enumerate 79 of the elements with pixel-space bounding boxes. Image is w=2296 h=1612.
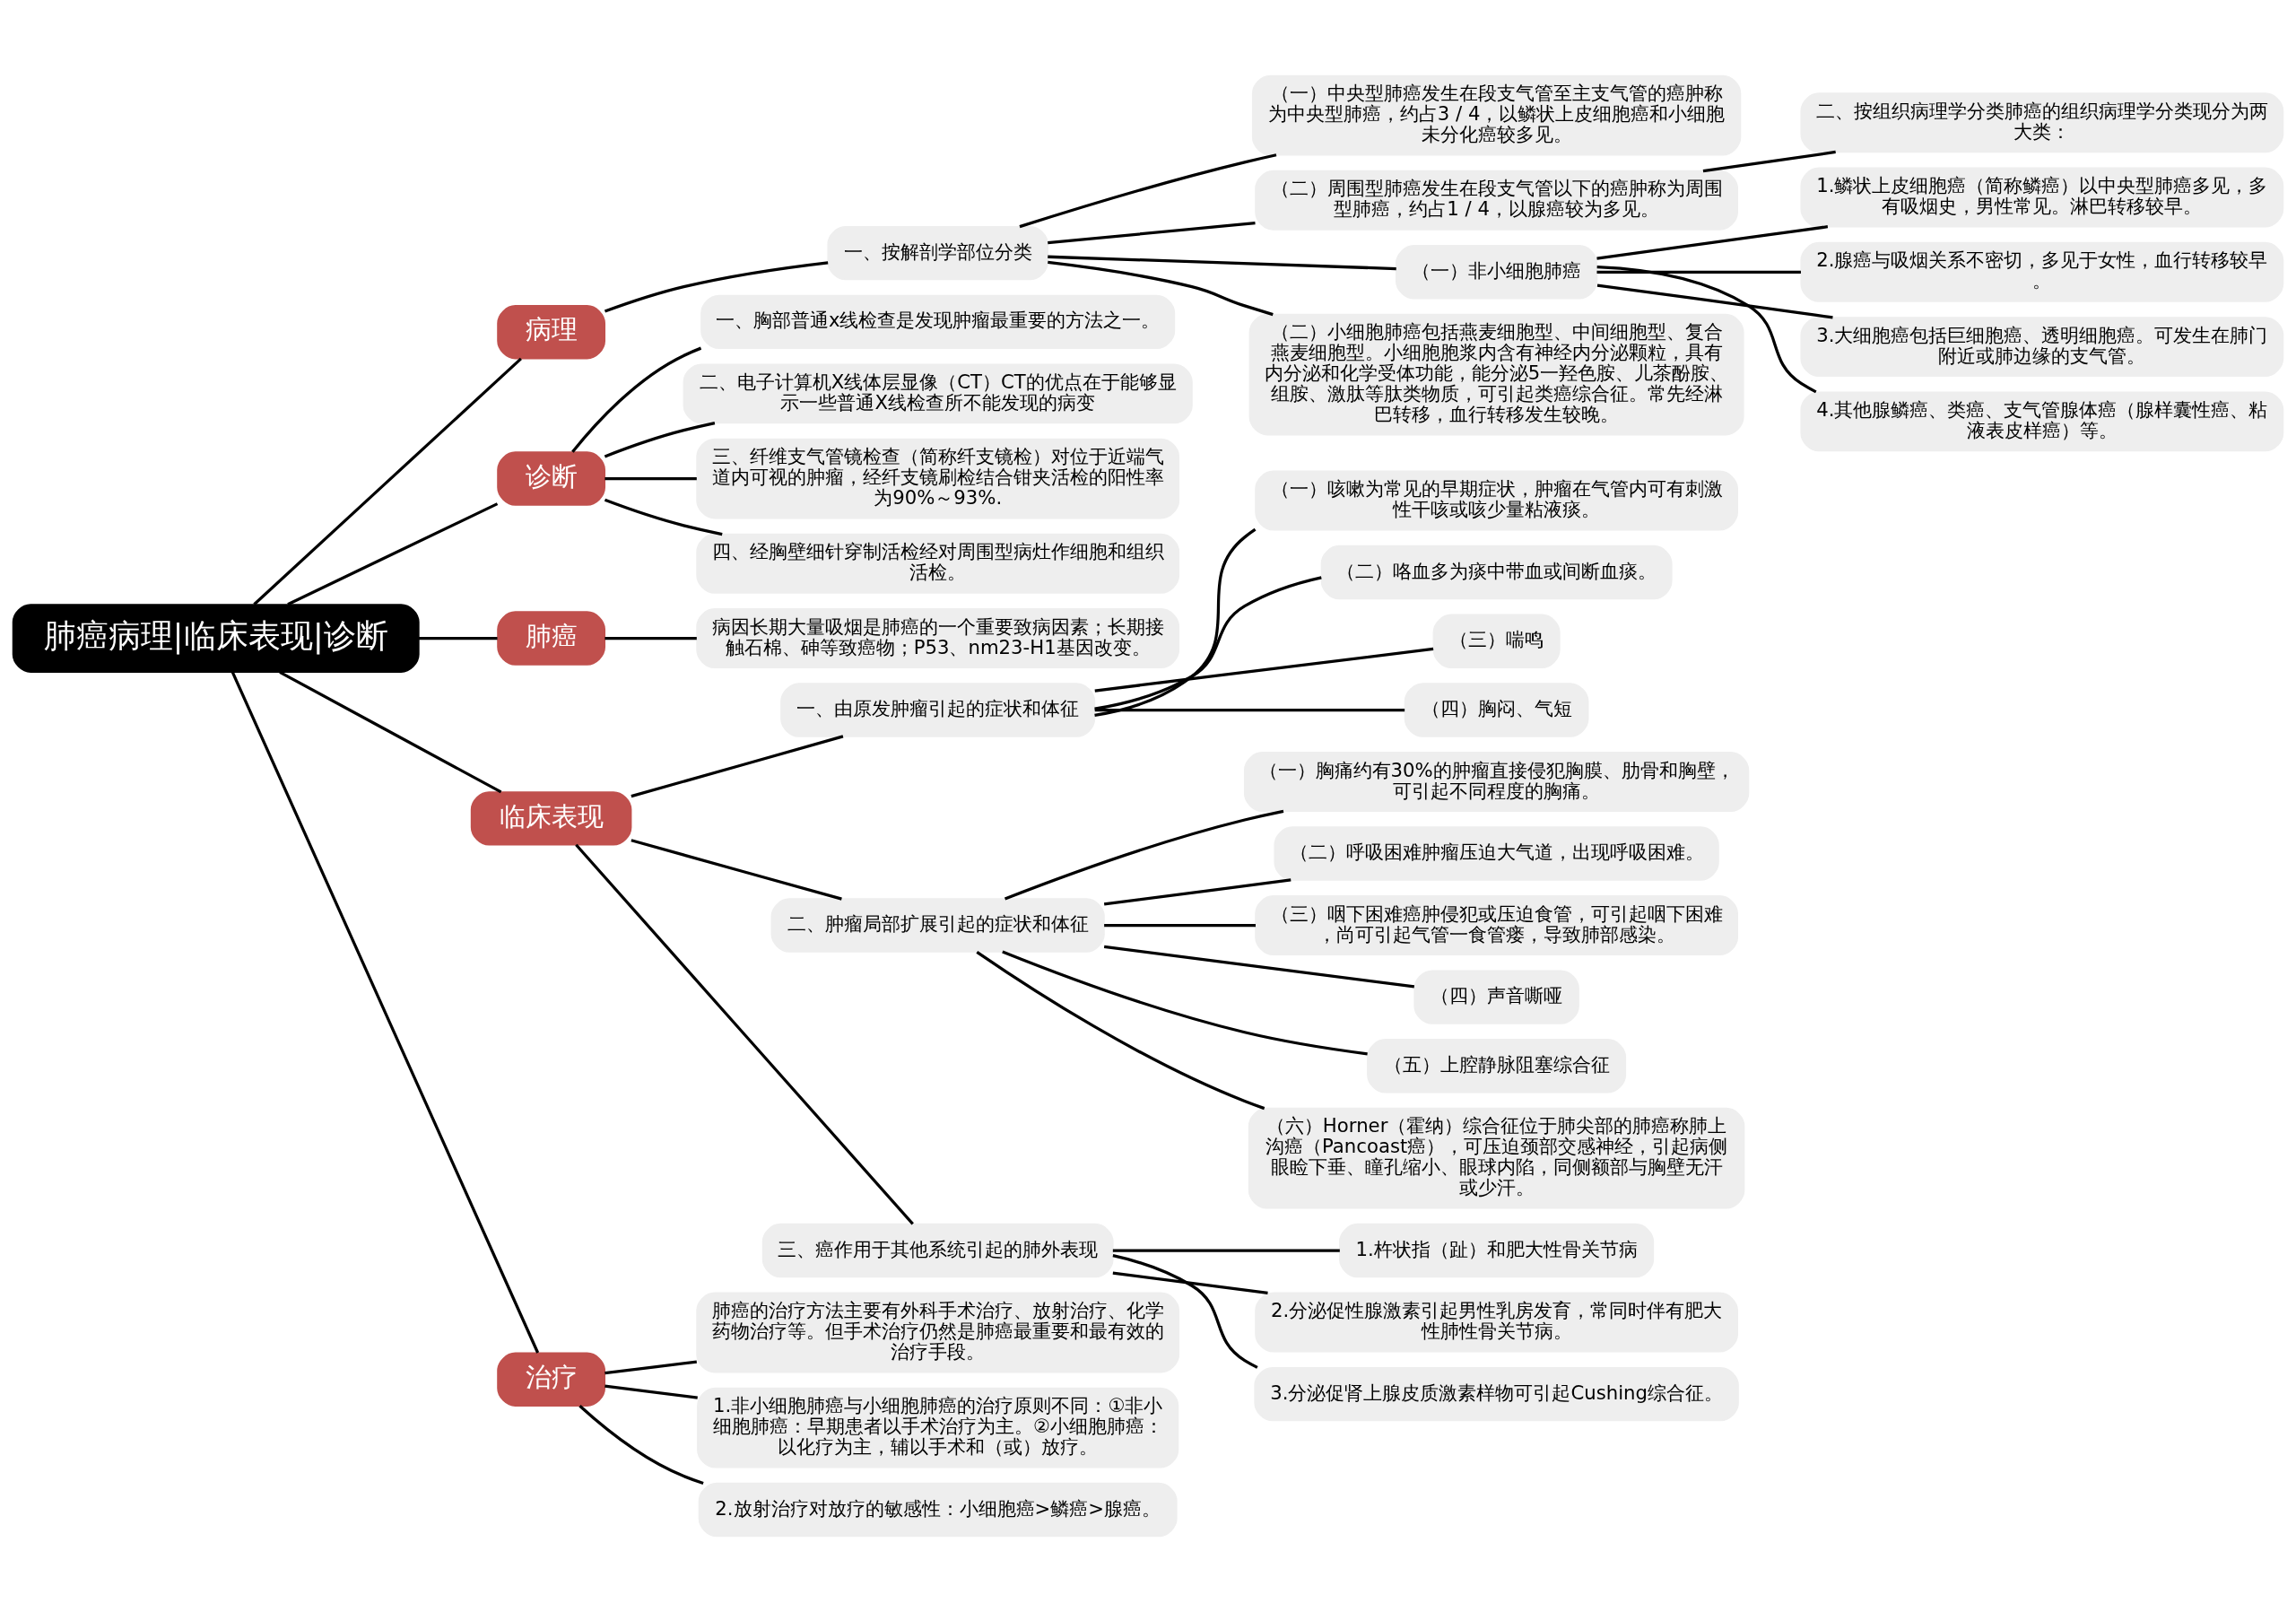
- connector: [604, 636, 697, 640]
- node-box: （一）胸痛约有30%的肿瘤直接侵犯胸膜、肋骨和胸壁，可引起不同程度的胸痛。: [1243, 752, 1750, 813]
- node-box: （一）中央型肺癌发生在段支气管至主支气管的癌肿称为中央型肺癌，约占3 / 4，以鳞状上皮细胞癌和小细胞未分化癌较多见。: [1251, 74, 1742, 156]
- connector: [1596, 225, 1829, 260]
- node-box: 2.分泌促性腺激素引起男性乳房发育，常同时伴有肥大性肺性骨关节病。: [1255, 1292, 1739, 1353]
- connector: [1094, 647, 1434, 693]
- connector: [1004, 809, 1284, 901]
- node-box: 2.腺癌与吸烟关系不密切，多见于女性，血行转移较早。: [1800, 241, 2284, 302]
- node-box: 2.放射治疗对放疗的敏感性：小细胞癌>鳞癌>腺癌。: [698, 1482, 1178, 1538]
- connector: [419, 636, 498, 640]
- node-box: 诊断: [497, 451, 606, 506]
- connector: [1104, 923, 1256, 928]
- node-box: 四、经胸壁细针穿制活检经对周围型病灶作细胞和组织活检。: [696, 533, 1180, 594]
- node-box: （三）喘鸣: [1432, 614, 1561, 668]
- node-box: （二）咯血多为痰中带血或间断血痰。: [1320, 545, 1673, 600]
- connector: [1048, 255, 1396, 271]
- connector: [976, 950, 1265, 1111]
- node-box: 肺癌病理|临床表现|诊断: [12, 604, 420, 673]
- connector: [1048, 260, 1274, 317]
- node-box: （一）非小细胞肺癌: [1395, 245, 1598, 300]
- node-box: 一、由原发肿瘤引起的症状和体征: [780, 683, 1096, 737]
- connector: [1019, 153, 1277, 229]
- node-box: 二、电子计算机X线体层显像（CT）CT的优点在于能够显示一些普通X线检查所不能发现的病变: [683, 363, 1193, 424]
- node-box: （一）咳嗽为常见的早期症状，肿瘤在气管内可有刺激性干咳或咳少量粘液痰。: [1255, 470, 1739, 531]
- connector: [578, 1405, 704, 1486]
- connector: [1112, 1249, 1340, 1252]
- connector: [230, 671, 540, 1354]
- connector: [1596, 283, 1833, 319]
- node-box: 病因长期大量吸烟是肺癌的一个重要致病因素；长期接触石棉、砷等致癌物；P53、nm23-H1基因改变。: [696, 608, 1180, 668]
- connector: [1094, 576, 1322, 710]
- connector: [1094, 708, 1405, 712]
- connector: [604, 476, 697, 481]
- connector: [604, 261, 829, 313]
- connector: [1112, 1271, 1268, 1294]
- node-box: （三）咽下困难癌肿侵犯或压迫食管，可引起咽下困难，尚可引起气管一食管瘘，导致肺部感染。: [1255, 895, 1739, 956]
- node-box: （六）Horner（霍纳）综合征位于肺尖部的肺癌称肺上沟癌（Pancoast癌），可压迫颈部交感神经，引起病侧眼睑下垂、瞳孔缩小、眼球内陷，同侧额部与胸壁无汗或少汗。: [1248, 1107, 1745, 1209]
- node-box: 一、按解剖学部位分类: [827, 225, 1048, 281]
- connector: [1596, 270, 1801, 274]
- connector: [604, 1384, 698, 1399]
- connector: [631, 839, 842, 901]
- connector: [1002, 950, 1368, 1056]
- node-box: 临床表现: [470, 791, 632, 846]
- node-box: 4.其他腺鳞癌、类癌、支气管腺体癌（腺样囊性癌、粘液表皮样癌）等。: [1800, 391, 2284, 452]
- connector: [1094, 527, 1257, 717]
- connector: [604, 1360, 697, 1375]
- connector: [571, 346, 702, 453]
- node-box: 三、纤维支气管镜检查（简称纤支镜检）对位于近端气道内可视的肿瘤，经纤支镜刷检结合钳夹活检的阳性率为90%～93%.: [696, 438, 1180, 519]
- node-box: 3.大细胞癌包括巨细胞癌、透明细胞癌。可发生在肺门附近或肺边缘的支气管。: [1800, 317, 2284, 378]
- connector: [604, 422, 716, 458]
- node-box: 病理: [497, 305, 606, 360]
- node-box: 3.分泌促肾上腺皮质激素样物可引起Cushing综合征。: [1254, 1366, 1739, 1422]
- node-box: 1.鳞状上皮细胞癌（简称鳞癌）以中央型肺癌多见，多有吸烟史，男性常见。淋巴转移较早。: [1800, 167, 2284, 228]
- node-box: 一、胸部普通x线检查是发现肿瘤最重要的方法之一。: [700, 294, 1176, 350]
- connector: [279, 670, 502, 794]
- node-box: （五）上腔静脉阻塞综合征: [1367, 1039, 1627, 1094]
- connector: [1702, 150, 1836, 173]
- node-box: （二）小细胞肺癌包括燕麦细胞型、中间细胞型、复合燕麦细胞型。小细胞胞浆内含有神经内分泌颗粒，具有内分泌和化学受体功能，能分泌5一羟色胺、儿茶酚胺、组胺、激肽等肽类物质，可引起类癌综合征。常先经淋巴转移，血行转移发生较晚。: [1248, 313, 1744, 436]
- node-box: 1.杵状指（趾）和肥大性骨关节病: [1339, 1223, 1655, 1278]
- connector: [253, 357, 522, 606]
- node-box: （四）胸闷、气短: [1404, 683, 1589, 737]
- node-box: 治疗: [497, 1352, 606, 1407]
- node-box: （二）周围型肺癌发生在段支气管以下的癌肿称为周围型肺癌，约占1 / 4，以腺癌较为多见。: [1255, 170, 1739, 231]
- connector: [1048, 222, 1256, 245]
- connector: [575, 843, 914, 1225]
- node-box: 肺癌的治疗方法主要有外科手术治疗、放射治疗、化学药物治疗等。但手术治疗仍然是肺癌最重要和最有效的治疗手段。: [696, 1292, 1180, 1373]
- connector: [1103, 945, 1415, 989]
- node-box: 三、癌作用于其他系统引起的肺外表现: [761, 1223, 1114, 1278]
- connector: [287, 502, 499, 606]
- node-box: （四）声音嘶哑: [1413, 970, 1579, 1024]
- connector: [604, 498, 723, 536]
- node-box: 1.非小细胞肺癌与小细胞肺癌的治疗原则不同：①非小细胞肺癌：早期患者以手术治疗为主。②小细胞肺癌：以化疗为主，辅以手术和（或）放疗。: [697, 1387, 1179, 1468]
- node-box: 二、肿瘤局部扩展引起的症状和体征: [770, 898, 1105, 953]
- connector: [631, 735, 844, 798]
- connector: [1596, 266, 1817, 394]
- node-box: 肺癌: [497, 611, 606, 666]
- node-box: 二、按组织病理学分类肺癌的组织病理学分类现分为两大类：: [1800, 92, 2284, 153]
- connector: [1112, 1254, 1258, 1369]
- node-box: （二）呼吸困难肿瘤压迫大气道，出现呼吸困难。: [1274, 826, 1719, 881]
- connector: [1103, 878, 1292, 906]
